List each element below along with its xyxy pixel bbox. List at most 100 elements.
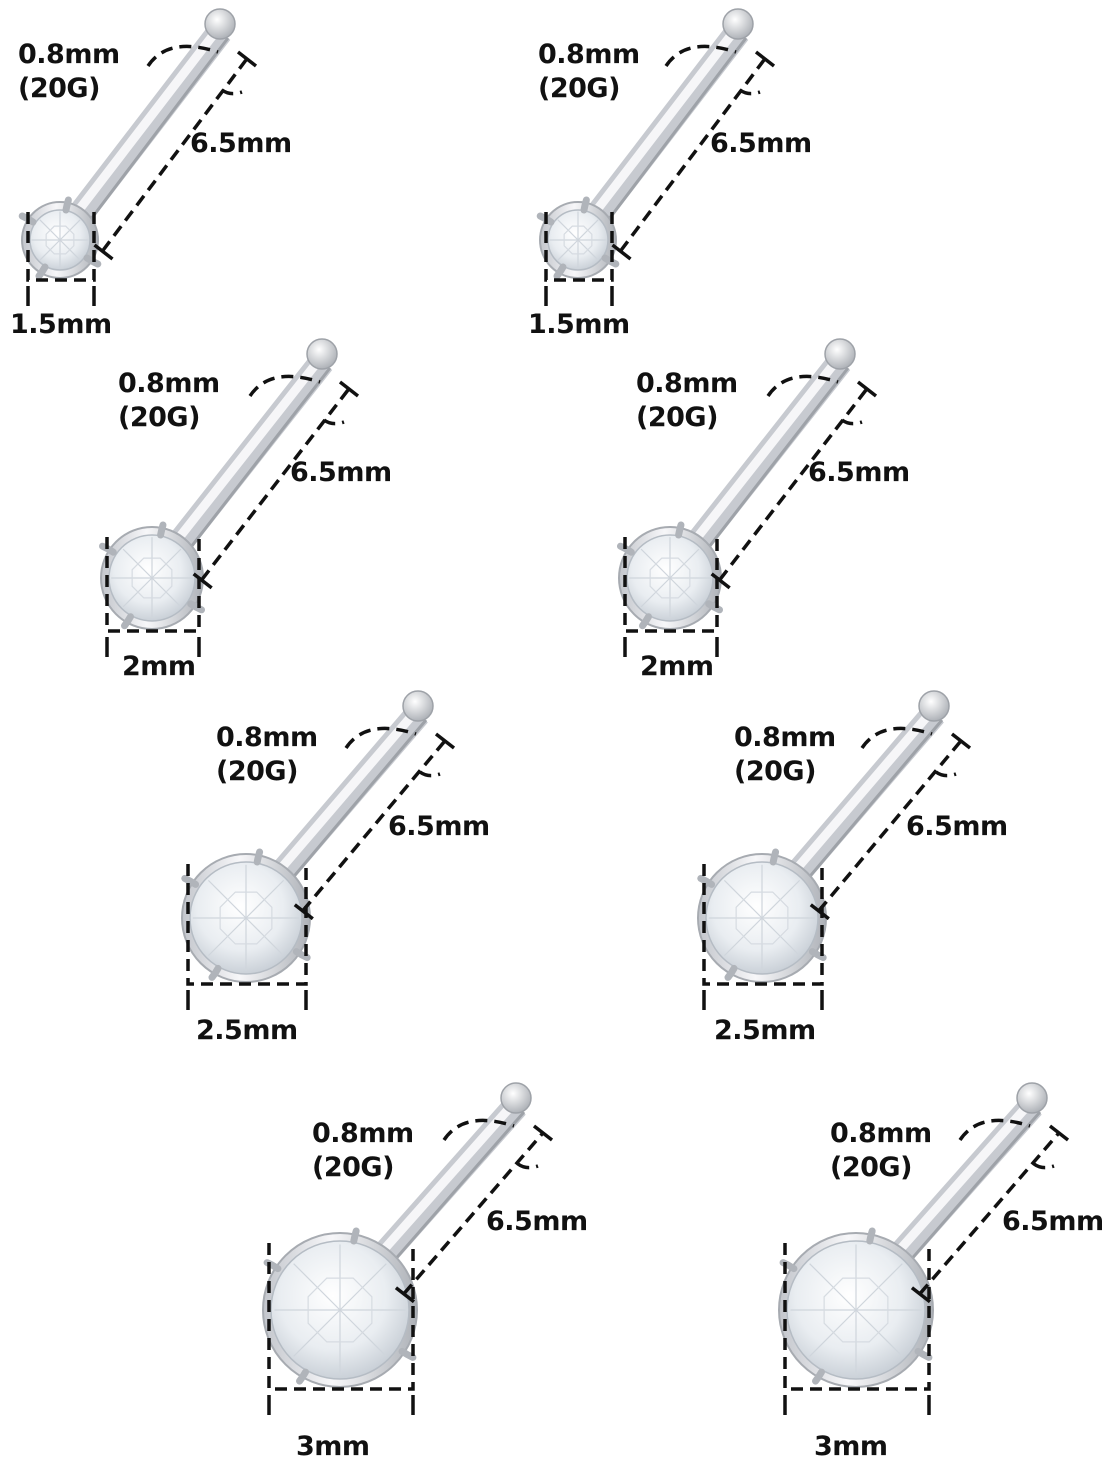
post-edge [184,367,332,555]
gauge-arc [516,1162,539,1170]
gauge-mm: 0.8mm [830,1118,932,1149]
prong [398,1347,417,1361]
length-tick [611,243,632,261]
gauge-mm: 0.8mm [312,1118,414,1149]
prong [157,521,167,539]
gauge-label-6: 0.8mm (20G) [734,721,854,789]
gauge-arc [958,1118,1031,1142]
gem-table [563,225,593,255]
stone-label-1: 1.5mm [10,309,112,340]
gem-table [219,891,273,945]
ball-end [306,338,338,370]
gauge-arc [442,1118,515,1142]
length-tick [910,1286,932,1304]
gauge-arc [220,88,243,96]
stone-width-bracket [186,864,308,986]
gauge-arc [766,374,839,398]
prong [292,948,311,962]
length-label-3: 6.5mm [290,457,392,488]
post-edge [603,37,748,226]
prong [296,1368,309,1385]
ball-end [918,690,950,722]
post-edge [801,719,944,886]
prong [350,1227,360,1245]
stone-width-bracket [267,1243,415,1391]
prong [705,600,723,614]
gem-facet [293,1263,341,1311]
gauge-mm: 0.8mm [538,39,640,70]
prong [769,848,780,866]
gem-facet [339,1309,387,1357]
stone-width-bracket [105,537,201,633]
length-tick [754,50,776,68]
length-tick [434,732,456,750]
gem-table [307,1277,373,1343]
length-tick [856,380,878,398]
post-highlight [587,27,739,220]
gauge-mm: 0.8mm [18,39,120,70]
prong [724,964,738,981]
prong [697,874,716,888]
stone-width-bracket [783,1243,931,1391]
gem-facet [809,1309,857,1357]
gem-facet [245,879,285,919]
stone-label-2: 1.5mm [528,309,630,340]
length-tick [293,903,314,921]
prong [208,964,222,981]
post-highlight [371,1101,517,1263]
gem-facet [723,917,763,957]
length-label-4: 6.5mm [808,457,910,488]
gauge-arc [344,726,417,750]
post-length-line [918,1132,1060,1295]
stone-width-bracket [26,212,96,282]
prong [812,1368,825,1385]
stone-label-5: 2.5mm [196,1015,298,1046]
length-tick [236,50,258,68]
length-label-8: 6.5mm [1002,1206,1104,1237]
length-label-5: 6.5mm [388,811,490,842]
prong [675,521,685,539]
gauge-g: (20G) [118,402,200,433]
stone-label-6: 2.5mm [714,1015,816,1046]
prong [121,613,134,630]
prong [866,1227,876,1245]
stone-label-8: 3mm [814,1431,888,1462]
gauge-label-2: 0.8mm (20G) [538,38,658,106]
ball-end [722,8,754,40]
gauge-arc [738,88,761,96]
gauge-mm: 0.8mm [636,368,738,399]
gauge-label-3: 0.8mm (20G) [118,367,238,435]
stone-label-3: 2mm [122,651,196,682]
length-tick [710,572,731,590]
gem-facet [245,917,285,957]
length-tick [394,1286,416,1304]
length-tick [809,903,830,921]
gauge-arc [322,418,345,426]
post-edge [386,1111,526,1269]
gauge-arc [418,770,441,778]
post-edge [902,1111,1042,1269]
post-highlight [69,27,221,220]
length-tick [192,572,213,590]
ball-end [500,1082,532,1114]
post-highlight [270,709,419,880]
prong [253,848,264,866]
post-edge [702,367,850,555]
gauge-label-1: 0.8mm (20G) [18,38,138,106]
gem-table [131,557,173,599]
length-label-1: 6.5mm [190,128,292,159]
ball-end [824,338,856,370]
prong [181,874,200,888]
prong [808,948,827,962]
post-highlight [687,357,841,549]
gem-facet [339,1263,387,1311]
gem-facet [761,879,801,919]
length-tick [93,243,114,261]
gauge-g: (20G) [538,73,620,104]
length-label-2: 6.5mm [710,128,812,159]
ball-end [204,8,236,40]
gauge-g: (20G) [734,756,816,787]
gem-facet [855,1309,903,1357]
gem-table [735,891,789,945]
